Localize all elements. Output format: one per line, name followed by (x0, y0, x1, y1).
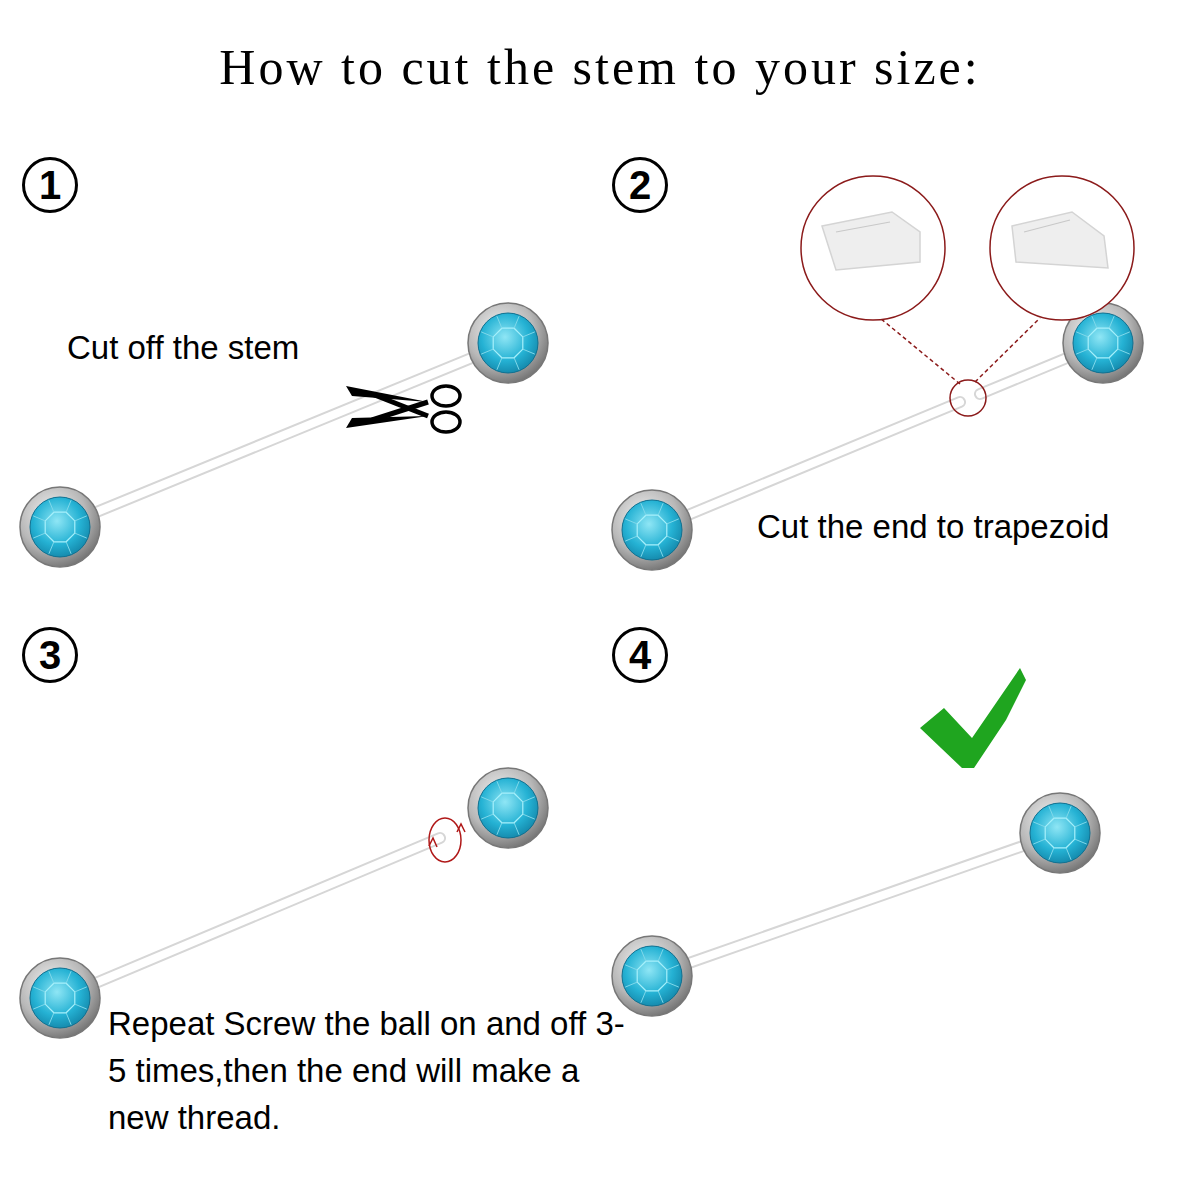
rotation-mark (429, 818, 465, 862)
stem (60, 343, 508, 527)
check-mark (920, 668, 1026, 768)
stem (60, 838, 440, 998)
stem (652, 833, 1060, 976)
step-number-text: 1 (39, 165, 61, 205)
instruction-text: Repeat Screw the ball on and off 3-5 tim… (108, 1000, 628, 1141)
stem (60, 343, 508, 527)
step-number: 4 (612, 627, 668, 683)
instruction-text: Cut off the stem (67, 324, 387, 371)
instruction-text: Cut the end to trapezoid (757, 503, 1187, 550)
step-number: 1 (22, 157, 78, 213)
gem-ball (20, 487, 100, 567)
gem-ball (612, 490, 692, 570)
step-number: 2 (612, 157, 668, 213)
step-number-text: 4 (629, 635, 651, 675)
title: How to cut the stem to your size: (0, 38, 1200, 96)
gem-ball (468, 768, 548, 848)
gem-ball (20, 958, 100, 1038)
gem-ball (1020, 793, 1100, 873)
step-number-text: 2 (629, 165, 651, 205)
gem-ball (612, 936, 692, 1016)
zoom-callout (801, 176, 1134, 416)
step-number: 3 (22, 627, 78, 683)
scissors (346, 386, 460, 432)
step-number-text: 3 (39, 635, 61, 675)
stem (652, 833, 1060, 976)
stem (60, 838, 440, 998)
gem-ball (468, 303, 548, 383)
